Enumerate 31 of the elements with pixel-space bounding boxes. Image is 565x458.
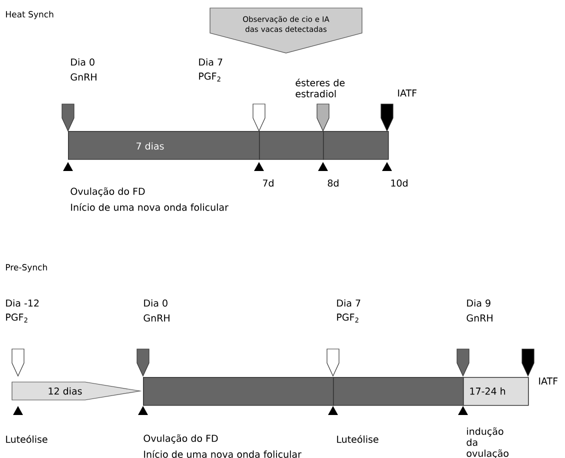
section-title: Heat Synch	[6, 10, 54, 20]
drug-label: GnRH	[144, 314, 170, 322]
section-title: Pre-Synch	[6, 264, 47, 272]
timeline-bar	[333, 377, 464, 406]
drug-label: PGF$_{2}$	[6, 314, 28, 322]
day-label: Dia 9	[467, 299, 490, 307]
timeline-bar	[323, 131, 389, 160]
drug-label: GnRH	[70, 73, 96, 81]
event-label: Início de uma nova onda folicular	[144, 450, 302, 458]
day-label: Dia 7	[337, 299, 360, 307]
day-label: 8d	[328, 179, 338, 187]
event-label: IATF	[539, 378, 558, 384]
event-label: IATF	[398, 90, 416, 96]
event-label: Ovulação do FD	[144, 434, 218, 444]
drug-label: ésteres de estradiol	[296, 78, 345, 98]
event-label: Início de uma nova onda folicular	[71, 203, 228, 211]
event-label: Luteólise	[337, 435, 378, 443]
timeline-bar: 17-24 h	[463, 377, 529, 406]
day-label: 10d	[391, 179, 408, 187]
day-label: Dia 0	[71, 58, 94, 66]
drug-label: GnRH	[466, 314, 492, 322]
day-label: 7d	[262, 179, 274, 187]
event-label: Luteólise	[6, 435, 48, 443]
timeline-bar	[143, 377, 334, 406]
drug-label: PGF$_{2}$	[199, 72, 220, 82]
day-label: Dia -12	[6, 299, 39, 307]
day-label: Dia 7	[199, 58, 222, 66]
drug-label: PGF$_{2}$	[337, 314, 358, 322]
event-label: Ovulação do FD	[70, 187, 145, 197]
day-label: Dia 0	[144, 299, 168, 307]
timeline-bar	[259, 131, 324, 160]
